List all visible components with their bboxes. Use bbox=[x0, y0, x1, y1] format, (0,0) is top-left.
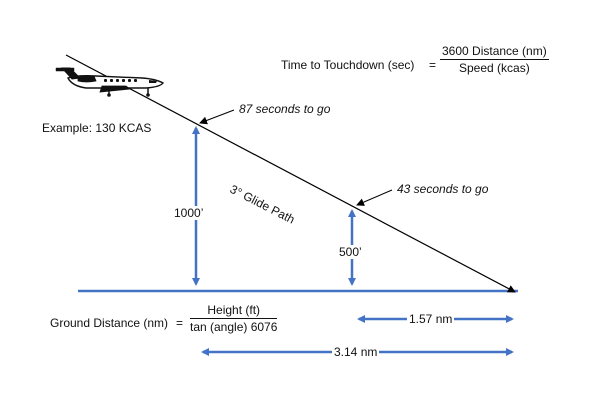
example-label: Example: 130 KCAS bbox=[42, 121, 152, 135]
callout-87-seconds: 87 seconds to go bbox=[239, 102, 331, 116]
height-1000-label: 1000’ bbox=[172, 206, 206, 220]
time-formula-numerator: 3600 Distance (nm) bbox=[440, 44, 549, 60]
business-jet-icon bbox=[55, 67, 165, 97]
distance-short-label: 1.57 nm bbox=[407, 312, 455, 326]
callout-43-pointer bbox=[356, 189, 393, 206]
callout-87-pointer bbox=[199, 109, 235, 125]
callout-43-seconds: 43 seconds to go bbox=[397, 182, 489, 196]
glide-path-line bbox=[65, 54, 516, 293]
ground-formula-equals: = bbox=[176, 316, 184, 330]
time-formula-left: Time to Touchdown (sec) bbox=[281, 58, 415, 72]
height-500-label: 500’ bbox=[337, 245, 364, 259]
ground-formula-denominator: tan (angle) 6076 bbox=[190, 320, 278, 334]
ground-formula-numerator: Height (ft) bbox=[190, 303, 278, 319]
distance-long-label: 3.14 nm bbox=[332, 345, 380, 359]
ground-formula-fraction: Height (ft) tan (angle) 6076 bbox=[190, 303, 278, 334]
time-formula-equals: = bbox=[429, 58, 437, 72]
time-formula-fraction: 3600 Distance (nm) Speed (kcas) bbox=[440, 44, 549, 75]
ground-formula-left: Ground Distance (nm) bbox=[50, 316, 169, 330]
time-formula-denominator: Speed (kcas) bbox=[459, 61, 530, 75]
